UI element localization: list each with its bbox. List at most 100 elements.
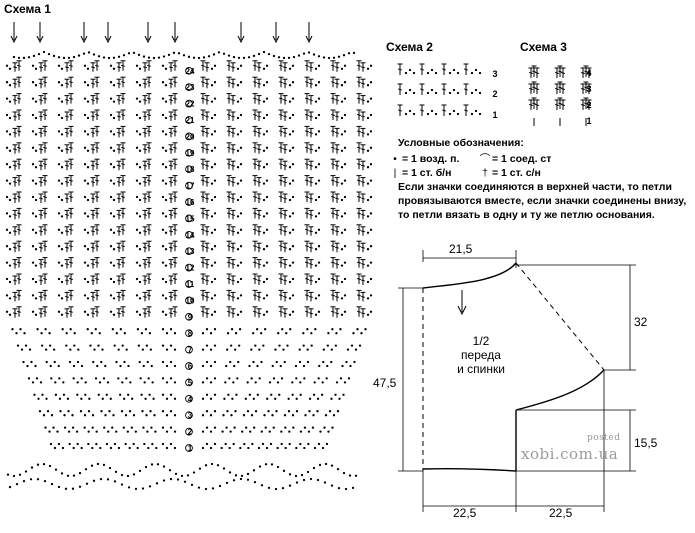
chain-stitch [324, 414, 328, 417]
chain-stitch [213, 426, 217, 429]
chain-stitch [94, 377, 98, 380]
chain-stitch [135, 179, 139, 182]
chain-stitch [31, 195, 35, 199]
chain-stitch [86, 297, 90, 300]
chain-stitch [138, 360, 141, 364]
chain-stitch [34, 215, 38, 218]
chain-stitch [360, 332, 363, 335]
chain-stitch [331, 426, 334, 429]
dc-stitch [146, 240, 152, 252]
chain-stitch [45, 397, 48, 400]
chain-stitch [161, 277, 165, 281]
dc-stitch [360, 193, 366, 203]
chain-stitch [57, 163, 61, 166]
chain-stitch [314, 264, 318, 267]
row-number: 13 [186, 247, 195, 256]
chain-stitch [112, 182, 116, 185]
dc-stitch [94, 175, 100, 186]
chain-stitch [353, 360, 356, 364]
dc-stitch [142, 308, 148, 318]
chain-stitch [164, 215, 168, 218]
dc-stitch [16, 289, 22, 301]
chain-stitch [34, 297, 38, 300]
chain-stitch [109, 195, 113, 199]
dc-stitch [94, 306, 100, 317]
chain-stitch [63, 414, 66, 417]
chain-stitch [112, 248, 116, 251]
dc-stitch [200, 240, 206, 252]
dc-stitch [334, 242, 340, 253]
chain-stitch [111, 426, 114, 429]
row-number: 16 [186, 198, 195, 207]
chain-stitch [310, 344, 313, 347]
chain-stitch [262, 198, 266, 202]
chain-stitch [340, 198, 344, 202]
chain-stitch [369, 212, 373, 215]
chain-stitch [112, 313, 116, 316]
dc-stitch [68, 257, 74, 268]
dc-stitch [94, 289, 100, 301]
chain-stitch [120, 410, 124, 413]
chain-stitch [63, 426, 67, 429]
dc-stitch [356, 257, 362, 268]
dim-top-width: 21,5 [449, 242, 473, 256]
dc-stitch [230, 226, 236, 236]
chain-stitch [239, 310, 243, 313]
chain-stitch [213, 377, 217, 380]
shoulder-guide [515, 262, 605, 371]
row-marker [185, 247, 193, 256]
chain-stitch [369, 228, 373, 231]
chain-stitch [335, 332, 338, 335]
chain-stitch [41, 393, 44, 396]
chain-stitch [201, 446, 205, 450]
chain-stitch [73, 344, 76, 347]
chain-stitch [86, 280, 90, 284]
dc-stitch [334, 193, 340, 203]
dc-stitch [168, 193, 174, 203]
chain-stitch [111, 328, 114, 331]
chain-stitch [260, 360, 263, 364]
dc-stitch [308, 193, 314, 203]
chain-stitch [311, 426, 315, 429]
chain-stitch [151, 381, 154, 384]
chain-stitch [145, 344, 148, 347]
dc-stitch [252, 240, 258, 252]
chain-stitch [289, 328, 292, 331]
dc-stitch [304, 191, 310, 202]
chain-stitch [224, 381, 227, 384]
dc-stitch [226, 175, 232, 186]
dc-stitch [168, 275, 174, 285]
chain-stitch [62, 381, 65, 384]
chain-stitch [252, 397, 255, 400]
chain-stitch [277, 332, 280, 335]
dc-stitch [68, 191, 74, 202]
dc-stitch [12, 177, 18, 187]
chain-stitch [322, 348, 325, 351]
dc-stitch [226, 306, 232, 317]
dc-stitch [200, 273, 206, 284]
chain-stitch [239, 195, 243, 199]
chain-stitch [260, 430, 263, 433]
chain-stitch [123, 332, 126, 335]
chain-stitch [275, 410, 278, 413]
chain-stitch [343, 277, 347, 281]
chain-stitch [101, 397, 104, 400]
dc-stitch [308, 177, 314, 187]
dc-stitch [282, 193, 288, 203]
chain-stitch [343, 179, 347, 182]
chain-stitch [8, 280, 12, 284]
chain-stitch [49, 442, 53, 446]
chain-stitch [288, 280, 292, 284]
chain-stitch [140, 393, 143, 396]
chain-stitch [50, 414, 54, 417]
dc-stitch [94, 224, 100, 235]
chain-stitch [236, 198, 240, 202]
chain-stitch [36, 328, 39, 331]
chain-stitch [161, 344, 165, 347]
chain-stitch [131, 397, 134, 400]
chain-stitch [239, 261, 243, 264]
chain-stitch [88, 397, 91, 400]
chain-stitch [316, 397, 320, 400]
chain-stitch [366, 166, 370, 169]
dc-stitch [64, 308, 70, 318]
